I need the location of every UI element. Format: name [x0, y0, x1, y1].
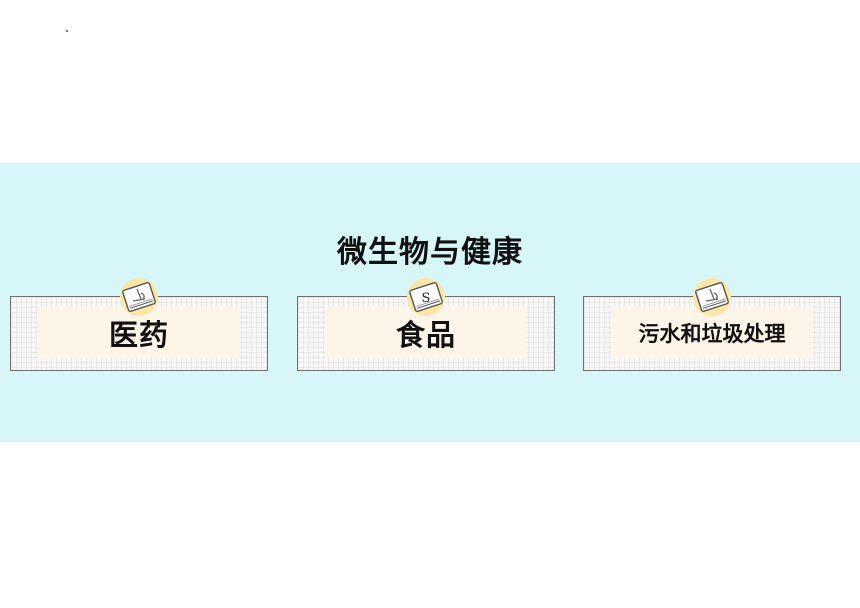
card-label: 污水和垃圾处理 — [638, 321, 786, 346]
microscope-book-icon — [693, 278, 731, 316]
card-label: 医药 — [108, 317, 169, 352]
card-medicine[interactable]: 医药 — [10, 278, 268, 371]
card-sewage-waste[interactable]: 污水和垃圾处理 — [583, 278, 841, 371]
microscope-book-icon — [120, 278, 158, 316]
decorative-dot — [66, 30, 68, 32]
page-title: 微生物与健康 — [337, 235, 523, 270]
book-icon: S — [407, 278, 445, 316]
card-label: 食品 — [395, 317, 456, 352]
card-food[interactable]: 食品 S — [297, 278, 555, 371]
book-glyph: S — [422, 291, 431, 306]
